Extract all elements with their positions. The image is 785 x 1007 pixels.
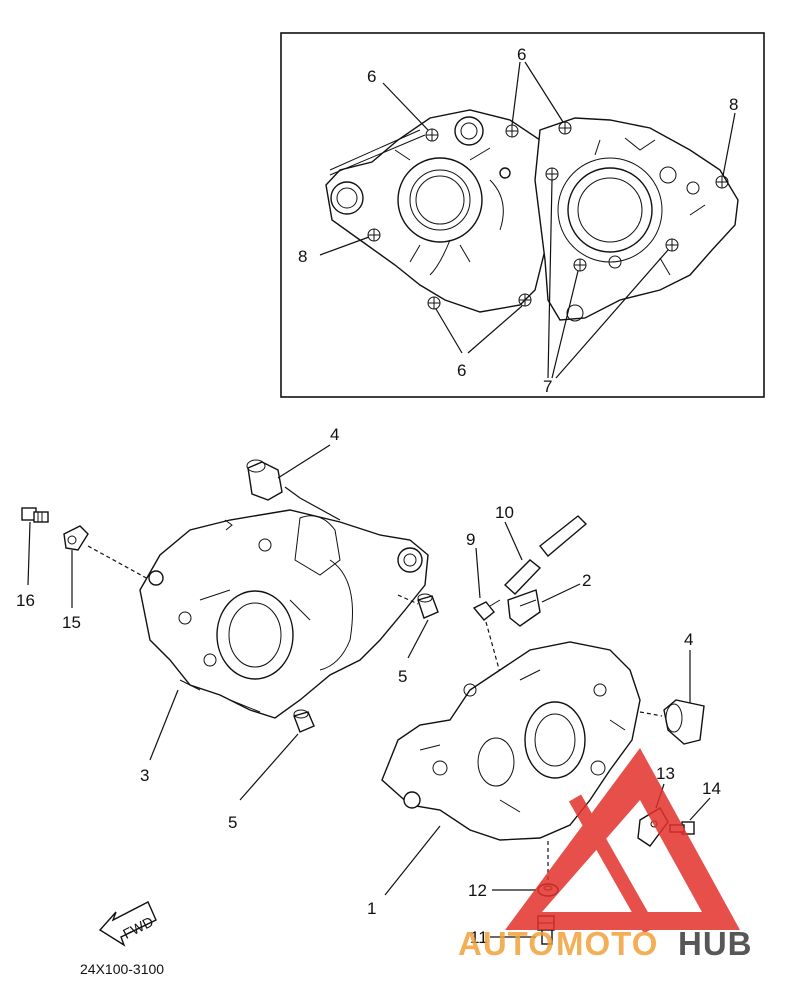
part-4-right <box>663 699 705 745</box>
callout-inset-7-bottom: 7 <box>543 377 552 396</box>
callout-part-9: 9 <box>466 530 475 549</box>
part-16-bolt <box>21 507 49 523</box>
part-2-block <box>507 589 541 627</box>
watermark-logo: AUTO MOTO HUB <box>458 748 753 962</box>
callout-part-10: 10 <box>495 503 514 522</box>
callout-part-13: 13 <box>656 764 675 783</box>
callout-part-4-right: 4 <box>684 630 693 649</box>
callout-inset-6-bottom: 6 <box>457 361 466 380</box>
part-3-left-crankcase <box>139 509 429 719</box>
part-10-tube <box>503 515 588 595</box>
callout-inset-8-right: 8 <box>729 95 738 114</box>
inset-bolt-markers <box>367 121 729 310</box>
callout-part-1: 1 <box>367 899 376 918</box>
callout-part-15: 15 <box>62 613 81 632</box>
callout-part-11: 11 <box>470 928 488 947</box>
part-1-right-crankcase <box>381 641 641 841</box>
callout-part-16: 16 <box>16 591 35 610</box>
callout-inset-6-left: 6 <box>367 67 376 86</box>
callout-part-5-lower: 5 <box>228 813 237 832</box>
callout-part-5-upper: 5 <box>398 667 407 686</box>
watermark-triangle-icon <box>505 748 740 930</box>
part-5-dowel-lower <box>293 709 315 733</box>
watermark-text-auto: AUTO <box>458 925 555 962</box>
callout-part-14: 14 <box>702 779 721 798</box>
part-15-washer <box>63 525 89 551</box>
watermark-text-hub: HUB <box>678 925 753 962</box>
inset-panel: 6 6 8 8 6 7 <box>280 32 765 398</box>
part-5-dowel-upper <box>417 593 439 619</box>
part-9-fitting <box>472 599 501 621</box>
fwd-direction-arrow: FWD <box>98 901 157 947</box>
callout-inset-8-left: 8 <box>298 247 307 266</box>
callout-part-3: 3 <box>140 766 149 785</box>
callout-part-2: 2 <box>582 571 591 590</box>
diagram-code: 24X100-3100 <box>80 961 164 977</box>
callout-inset-6-top: 6 <box>517 45 526 64</box>
watermark-text-moto: MOTO <box>556 925 658 962</box>
part-4-top <box>246 459 341 521</box>
callout-part-4-top: 4 <box>330 425 339 444</box>
callout-part-12: 12 <box>468 881 487 900</box>
